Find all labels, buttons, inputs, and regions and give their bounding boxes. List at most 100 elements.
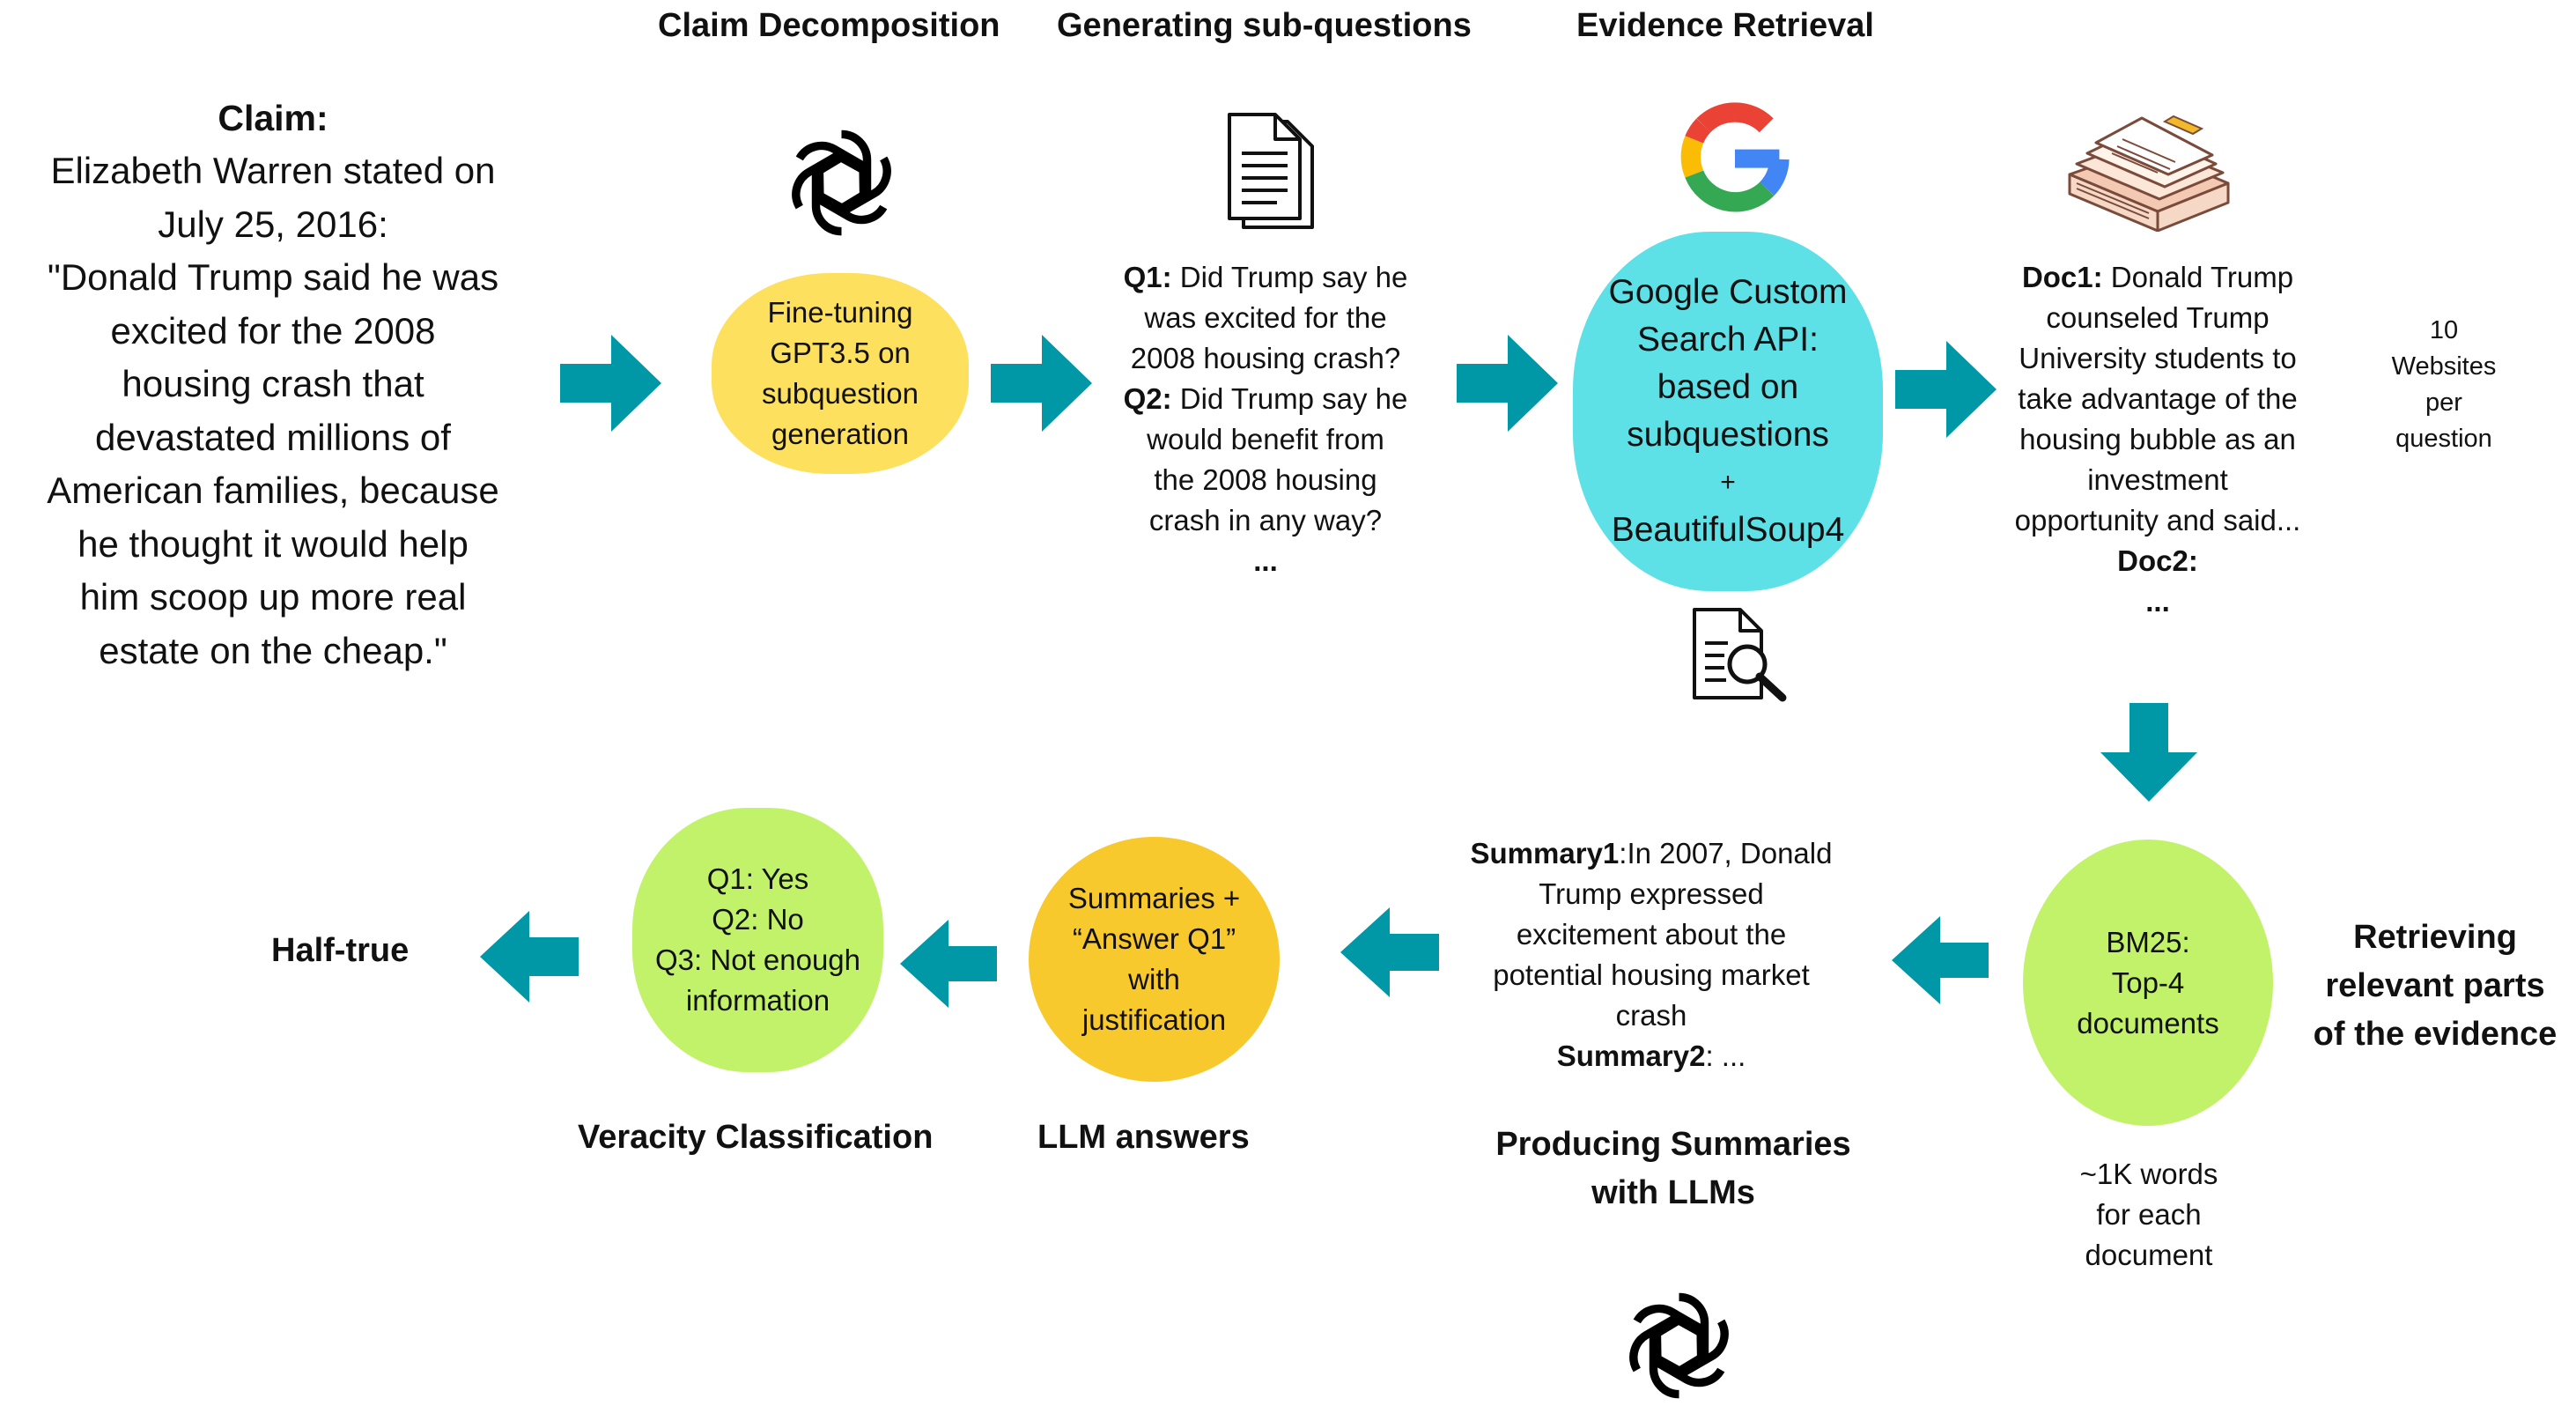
documents-block: Doc1: Donald Trump counseled Trump Unive… [1973, 257, 2343, 622]
q1-text: was excited for the [1144, 301, 1387, 334]
stage-title-retrieving-relevant: Retrieving relevant parts of the evidenc… [2281, 914, 2576, 1059]
verdict-line: Q1: Yes [706, 862, 809, 895]
finetune-line: Fine-tuning [767, 296, 913, 329]
document-icon [1228, 113, 1314, 229]
search-document-icon [1693, 608, 1787, 702]
words-note: ~1K words for each document [2017, 1154, 2281, 1276]
summary1-text: Trump expressed [1539, 877, 1764, 910]
search-node-line: + [1720, 468, 1736, 497]
flow-arrow-left [1340, 907, 1439, 997]
summary1-text: crash [1615, 999, 1687, 1032]
search-node-line: subquestions [1627, 416, 1829, 454]
bm25-line: BM25: [2106, 925, 2190, 958]
final-verdict-label: Half-true [271, 932, 410, 969]
producing-title-line: with LLMs [1591, 1174, 1755, 1211]
openai-logo-icon [1629, 1292, 1729, 1399]
answer-line: with [1128, 963, 1180, 995]
search-node-line: based on [1657, 368, 1799, 406]
verdict-line: Q2: No [712, 903, 804, 936]
doc2-label: Doc2: [2117, 544, 2198, 577]
openai-logo-icon [792, 129, 891, 236]
websites-note-line: question [2395, 425, 2492, 453]
claim-line: estate on the cheap." [99, 629, 447, 671]
flow-arrow-left [480, 911, 579, 1003]
q2-text: Did Trump say he [1171, 382, 1408, 415]
flow-arrow-right [1457, 335, 1558, 432]
search-node-line: Google Custom [1608, 273, 1848, 311]
q2-text: would benefit from [1147, 423, 1384, 455]
q2-text: crash in any way? [1148, 504, 1383, 536]
doc1-text: University students to [2019, 342, 2297, 374]
words-note-line: for each [2096, 1198, 2202, 1231]
finetune-line: subquestion [762, 377, 919, 410]
doc1-text: investment [2087, 463, 2228, 496]
summary1-text: potential housing market [1493, 958, 1810, 991]
words-note-line: ~1K words [2079, 1158, 2218, 1190]
summary1-text: :In 2007, Donald [1619, 837, 1833, 869]
flow-arrow-left [900, 920, 997, 1008]
answer-line: “Answer Q1” [1072, 922, 1236, 955]
q2-text: the 2008 housing [1154, 463, 1377, 496]
q1-label: Q1: [1123, 261, 1172, 293]
documents-ellipsis: ... [2145, 585, 2170, 618]
claim-line: excited for the 2008 [110, 309, 436, 351]
flow-arrow-right [991, 335, 1092, 432]
summary2-label: Summary2 [1556, 1040, 1706, 1072]
finetune-line: GPT3.5 on [770, 337, 911, 369]
claim-line: housing crash that [122, 363, 424, 404]
q1-text: Did Trump say he [1171, 261, 1408, 293]
summary1-text: excitement about the [1516, 918, 1787, 951]
search-api-node: Google Custom Search API: based on subqu… [1573, 232, 1883, 591]
flow-arrow-left [1892, 916, 1989, 1004]
summary2-text: : ... [1705, 1040, 1746, 1072]
flow-arrow-down [2100, 703, 2197, 802]
bm25-line: documents [2077, 1006, 2219, 1040]
stage-title-llm-answers: LLM answers [1037, 1119, 1250, 1156]
bm25-line: Top-4 [2111, 966, 2185, 999]
summaries-block: Summary1:In 2007, Donald Trump expressed… [1444, 833, 1858, 1077]
answer-line: Summaries + [1067, 882, 1241, 914]
claim-line: July 25, 2016: [158, 203, 388, 245]
verdict-node: Q1: Yes Q2: No Q3: Not enough informatio… [632, 808, 883, 1072]
flow-arrow-right [560, 335, 661, 432]
retrieving-title-line: relevant parts [2325, 967, 2545, 1004]
verdict-line: information [685, 984, 830, 1017]
retrieving-title-line: Retrieving [2353, 919, 2517, 956]
claim-text: Elizabeth Warren stated on July 25, 2016… [0, 144, 546, 677]
q1-text: 2008 housing crash? [1130, 342, 1401, 374]
doc1-text: counseled Trump [2046, 301, 2270, 334]
retrieving-title-line: of the evidence [2313, 1016, 2558, 1053]
search-node-line: Search API: [1637, 321, 1819, 359]
websites-note-line: per [2425, 388, 2462, 417]
websites-note: 10 Websites per question [2360, 313, 2528, 457]
doc1-text: opportunity and said... [2014, 504, 2301, 536]
claim-line: "Donald Trump said he was [47, 256, 499, 298]
stage-title-generating-subquestions: Generating sub-questions [1057, 7, 1472, 44]
paper-stack-icon [2068, 115, 2230, 232]
flow-arrow-right [1895, 341, 1997, 438]
claim-line: Elizabeth Warren stated on [50, 150, 496, 191]
search-node-line: BeautifulSoup4 [1611, 511, 1845, 549]
websites-note-line: Websites [2391, 352, 2497, 381]
finetune-node: Fine-tuning GPT3.5 on subquestion genera… [712, 273, 969, 474]
answer-node: Summaries + “Answer Q1” with justificati… [1029, 837, 1280, 1082]
words-note-line: document [2085, 1239, 2213, 1271]
stage-title-claim-decomposition: Claim Decomposition [658, 7, 1000, 44]
producing-title-line: Producing Summaries [1495, 1126, 1851, 1163]
doc1-text: housing bubble as an [2019, 423, 2296, 455]
stage-title-producing-summaries: Producing Summaries with LLMs [1444, 1121, 1902, 1217]
answer-line: justification [1081, 1003, 1227, 1036]
claim-block: Claim: Elizabeth Warren stated on July 2… [0, 92, 546, 677]
summary1-label: Summary1 [1470, 837, 1620, 869]
claim-line: devastated millions of [95, 416, 451, 458]
claim-line: him scoop up more real [79, 576, 467, 618]
google-logo-icon [1680, 102, 1790, 212]
websites-note-line: 10 [2429, 316, 2459, 344]
stage-title-veracity-classification: Veracity Classification [578, 1119, 934, 1156]
claim-label: Claim: [218, 98, 328, 138]
claim-line: he thought it would help [78, 522, 469, 565]
bm25-node: BM25: Top-4 documents [2023, 840, 2273, 1126]
subquestions-ellipsis: ... [1253, 544, 1278, 577]
stage-title-evidence-retrieval: Evidence Retrieval [1576, 7, 1874, 44]
doc1-text: take advantage of the [2018, 382, 2298, 415]
